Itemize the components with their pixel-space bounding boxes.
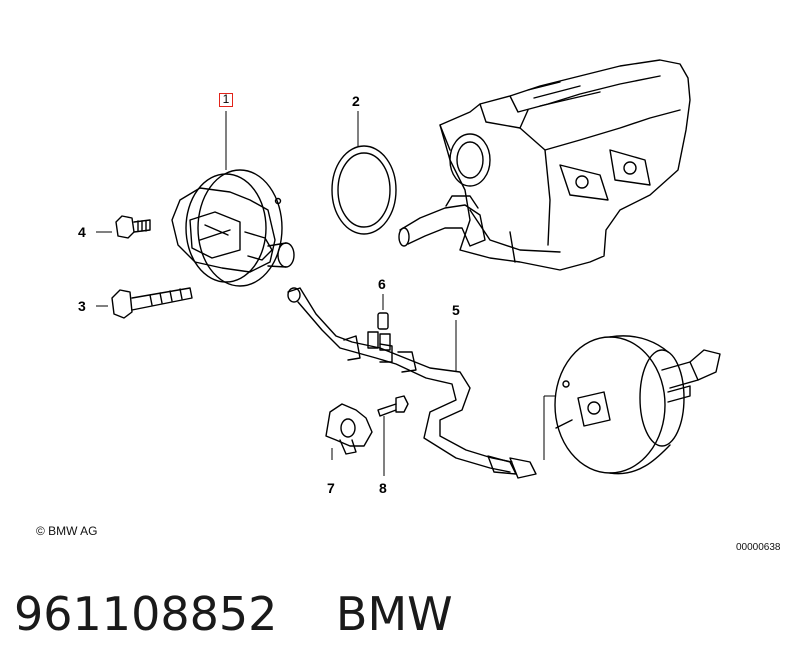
bolt-4-drawing [115,215,151,239]
bolt-3-drawing [111,287,193,319]
brake-booster-drawing [554,335,721,475]
diagram-reference-number: 00000638 [736,542,781,553]
callout-7[interactable]: 7 [327,480,335,496]
callout-6[interactable]: 6 [378,276,386,292]
bolt-8-drawing [377,395,409,417]
callout-3[interactable]: 3 [78,298,86,314]
sleeve-6-drawing [367,312,391,351]
callout-1-highlighted[interactable]: 1 [219,93,233,107]
callout-2[interactable]: 2 [352,93,360,109]
callout-4[interactable]: 4 [78,224,86,240]
seal-ring-drawing [331,145,397,235]
vacuum-hose-drawing [287,287,537,479]
footer-title: 961108852 BMW [14,586,453,642]
part-number: 961108852 [14,587,278,641]
callout-5[interactable]: 5 [452,302,460,318]
leader-lines [96,111,556,476]
copyright-notice: © BMW AG [36,524,98,538]
callout-8[interactable]: 8 [379,480,387,496]
bracket-7-drawing [325,403,373,455]
intake-manifold-drawing [398,59,691,271]
brand-name: BMW [335,587,453,641]
vacuum-pump-drawing [171,169,295,287]
